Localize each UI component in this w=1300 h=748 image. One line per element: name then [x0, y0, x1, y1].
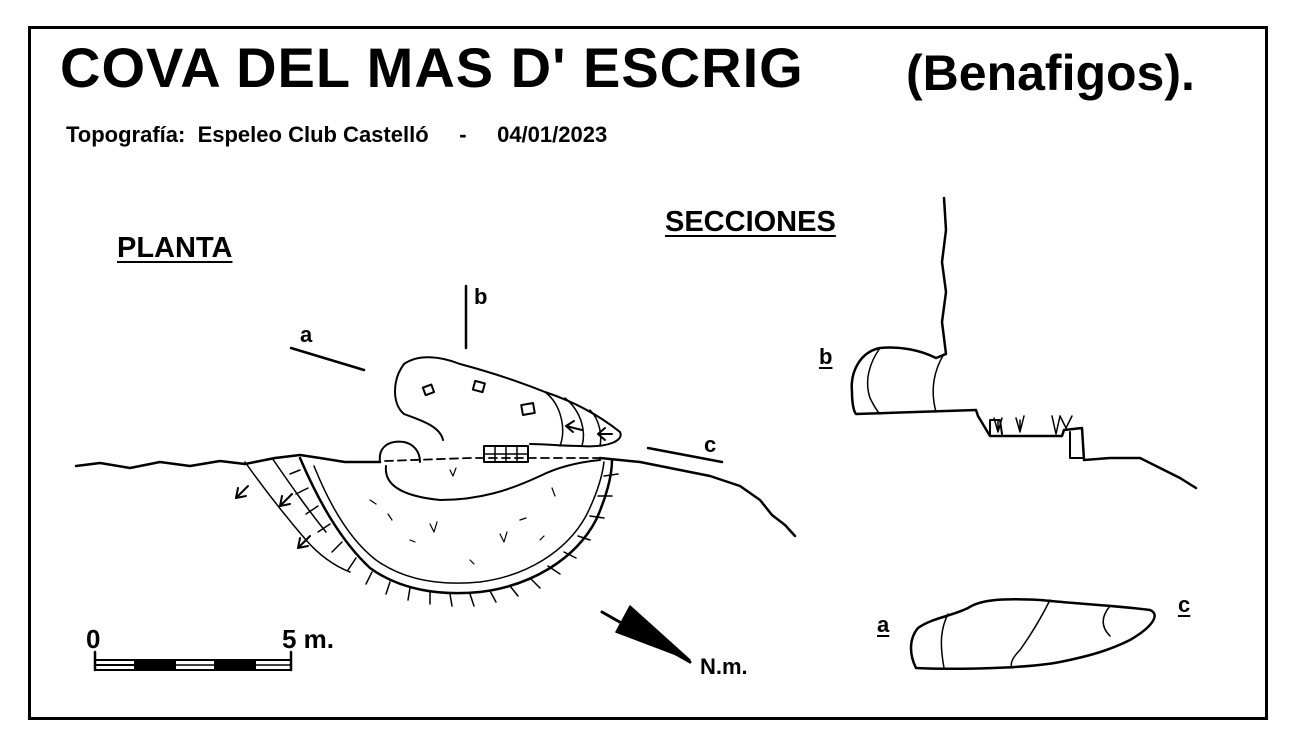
plan-hachures: [289, 469, 619, 607]
plan-depression-inner: [313, 461, 605, 584]
plan-terrain-right: [598, 456, 797, 538]
section-b-vegetation: [993, 415, 1073, 435]
scale-bar: [93, 650, 293, 672]
plan-slope-arrows: [235, 420, 613, 549]
plan-marker-b: b: [474, 284, 488, 309]
north-arrow-icon: [600, 605, 692, 664]
section-line-a: [289, 346, 366, 372]
plan-upper-chamber: [394, 356, 622, 448]
location-title: (Benafigos).: [906, 45, 1195, 101]
plan-inner-bowl: [384, 459, 601, 501]
plan-depression-edge: [298, 456, 614, 595]
plan-terrain-left: [74, 453, 382, 470]
plan-rock: [421, 383, 436, 397]
section-ac-outline: [909, 598, 1156, 670]
section-line-c: [646, 446, 724, 464]
survey-credit: Topografía: Espeleo Club Castelló - 04/0…: [66, 122, 608, 147]
planta-heading: PLANTA: [117, 232, 233, 264]
plan-boulder: [378, 440, 421, 463]
plan-slope-line: [244, 461, 351, 573]
plan-vegetation: [369, 467, 556, 565]
section-marker-b: b: [819, 344, 833, 369]
plan-rock: [520, 402, 536, 416]
cave-title: COVA DEL MAS D' ESCRIG: [60, 36, 804, 99]
plan-marker-a: a: [300, 322, 313, 347]
plan-slope-line: [564, 397, 585, 447]
secciones-heading: SECCIONES: [665, 206, 836, 238]
plan-dripline: [384, 457, 601, 462]
section-b-outline: [850, 196, 1198, 490]
plan-marker-c: c: [704, 432, 717, 457]
section-marker-c: c: [1178, 592, 1191, 617]
scale-end-label: 5 m.: [282, 624, 335, 654]
map-frame: [28, 26, 1268, 720]
plan-slope-line: [544, 391, 564, 447]
plan-slope-line: [271, 457, 327, 533]
plan-slope-line: [589, 409, 602, 447]
scale-start-label: 0: [86, 624, 101, 654]
plan-rock: [471, 379, 486, 394]
north-label: N.m.: [700, 654, 748, 679]
section-marker-a: a: [877, 612, 890, 637]
